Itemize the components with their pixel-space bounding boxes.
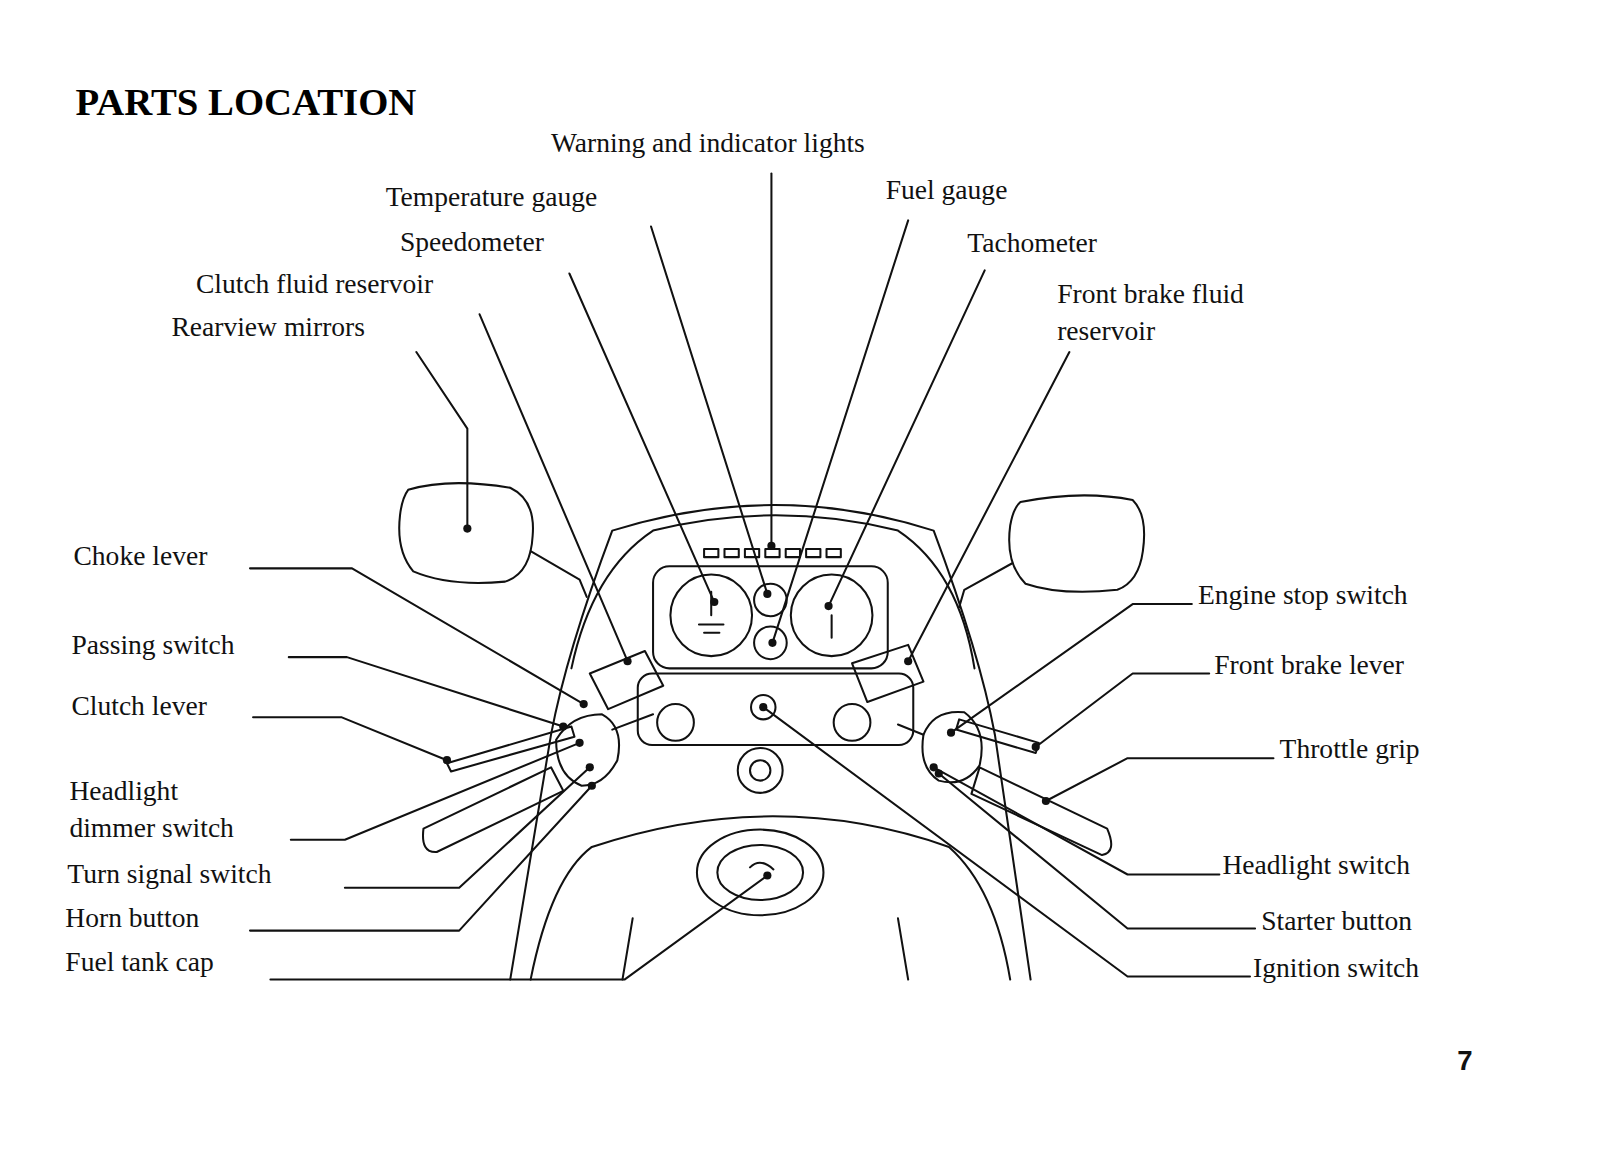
part-label: Fuel gauge (886, 171, 1008, 208)
part-label: Fuel tank cap (65, 944, 213, 981)
part-label: Speedometer (400, 223, 544, 260)
part-label: Horn button (65, 899, 199, 936)
part-label: Rearview mirrors (171, 308, 365, 345)
part-label: Ignition switch (1253, 949, 1419, 986)
part-label: Engine stop switch (1198, 577, 1408, 614)
part-label: Throttle grip (1280, 731, 1420, 768)
part-label: Tachometer (967, 224, 1097, 261)
part-label: Warning and indicator lights (551, 124, 865, 161)
part-label: Starter button (1261, 902, 1412, 939)
part-label: Headlight dimmer switch (69, 772, 248, 845)
part-label: Clutch fluid reservoir (196, 265, 433, 302)
part-label: Temperature gauge (386, 179, 597, 216)
part-label: Turn signal switch (67, 855, 271, 892)
part-label: Headlight switch (1222, 847, 1409, 884)
part-label: Choke lever (73, 538, 207, 575)
part-label: Passing switch (71, 627, 234, 664)
page-title: PARTS LOCATION (76, 80, 417, 125)
page-number: 7 (1457, 1043, 1472, 1080)
part-label: Clutch lever (71, 688, 206, 725)
part-label: Front brake fluid reservoir (1057, 276, 1297, 349)
part-label: Front brake lever (1214, 647, 1404, 684)
